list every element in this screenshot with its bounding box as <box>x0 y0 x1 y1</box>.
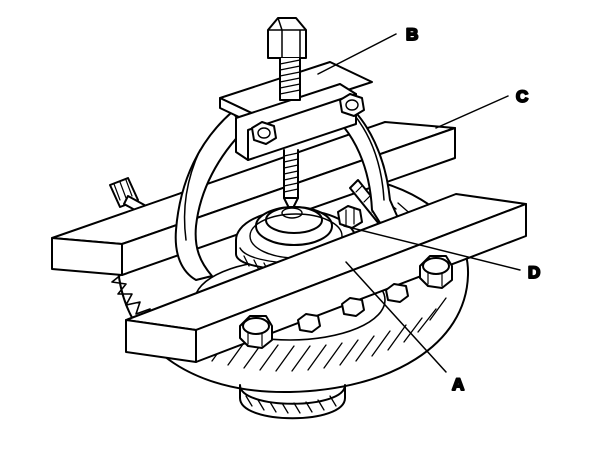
crossbar-nut-left <box>251 121 277 145</box>
front-crossbar <box>125 193 527 363</box>
leader-d <box>343 225 521 271</box>
callout-b: B <box>406 25 418 44</box>
gear-bolts <box>297 283 409 333</box>
leader-lines <box>317 33 521 373</box>
callout-d: D <box>528 263 540 282</box>
leader-a <box>345 261 447 373</box>
leader-b <box>317 33 397 75</box>
front-bar-nut-right <box>419 255 453 289</box>
front-bar-nut-left <box>239 315 273 349</box>
leader-c <box>435 95 509 129</box>
lower-bearing <box>239 384 346 420</box>
callout-c: C <box>516 87 528 106</box>
crossbar-nut-right <box>339 93 365 117</box>
forcing-screw <box>267 17 307 213</box>
callout-a: A <box>452 375 464 394</box>
